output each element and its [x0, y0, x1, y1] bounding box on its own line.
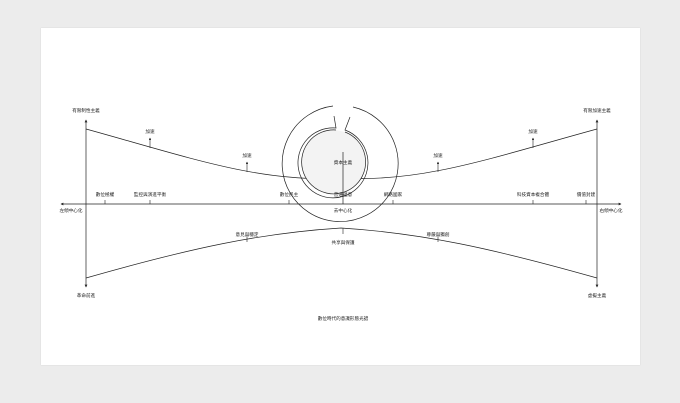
ideology-spectrum-diagram: 資本主義 加速 加速 加速 加速 意見與穩定 共享與保護 尊嚴與獨創 數位極權 …	[60, 105, 623, 322]
axis-tick-5: 網路國家	[384, 191, 403, 204]
center-label: 資本主義	[334, 159, 353, 166]
axis-tick-1: 數位極權	[96, 191, 115, 204]
axis-center-label: 去中心化	[334, 207, 353, 214]
svg-text:尊嚴與獨創: 尊嚴與獨創	[427, 231, 450, 238]
axis-right-label: 右傾中心化	[600, 207, 623, 214]
axis-tick-2: 監控與演進平衡	[134, 191, 167, 204]
svg-text:加速: 加速	[145, 128, 155, 135]
lower-pole-left: 革命前進	[77, 292, 96, 299]
svg-text:共享與保護: 共享與保護	[332, 239, 355, 246]
axis-tick-7: 價值封建	[577, 191, 596, 204]
middle-ring	[297, 115, 369, 199]
lower-label-1: 意見與穩定	[236, 231, 259, 242]
lower-curve	[85, 227, 598, 279]
upper-arrow-3: 加速	[433, 152, 443, 172]
axis-left-label: 左傾中心化	[60, 207, 83, 214]
outer-ring	[281, 105, 399, 222]
lower-label-3: 尊嚴與獨創	[427, 231, 450, 242]
svg-text:加速: 加速	[528, 128, 538, 135]
svg-text:監控與演進平衡: 監控與演進平衡	[134, 191, 167, 198]
upper-arrow-2: 加速	[242, 152, 252, 172]
lower-label-2: 共享與保護	[332, 228, 355, 246]
upper-arrow-4: 加速	[528, 128, 538, 148]
axis-tick-3: 數位民主	[280, 191, 299, 204]
axis-tick-4: 普通蘊意	[334, 191, 353, 198]
diagram-sheet: 資本主義 加速 加速 加速 加速 意見與穩定 共享與保護 尊嚴與獨創 數位極權 …	[41, 28, 640, 365]
axis-tick-6: 科技資本複合體	[517, 191, 550, 204]
upper-arrow-1: 加速	[145, 128, 155, 148]
inner-ring	[301, 129, 366, 195]
svg-text:意見與穩定: 意見與穩定	[236, 231, 259, 238]
upper-pole-left: 有限制性主義	[72, 107, 100, 114]
svg-text:科技資本複合體: 科技資本複合體	[517, 191, 550, 198]
svg-text:普通蘊意: 普通蘊意	[334, 191, 353, 198]
upper-pole-right: 有限加速主義	[583, 107, 611, 114]
svg-text:數位極權: 數位極權	[96, 191, 115, 198]
diagram-caption: 數位時代的意識形態光譜	[318, 315, 369, 322]
lower-pole-right: 虛擬主義	[588, 292, 607, 299]
svg-text:加速: 加速	[242, 152, 252, 159]
svg-text:價值封建: 價值封建	[577, 191, 596, 198]
svg-text:數位民主: 數位民主	[280, 191, 299, 198]
svg-text:網路國家: 網路國家	[384, 191, 403, 198]
svg-text:加速: 加速	[433, 152, 443, 159]
